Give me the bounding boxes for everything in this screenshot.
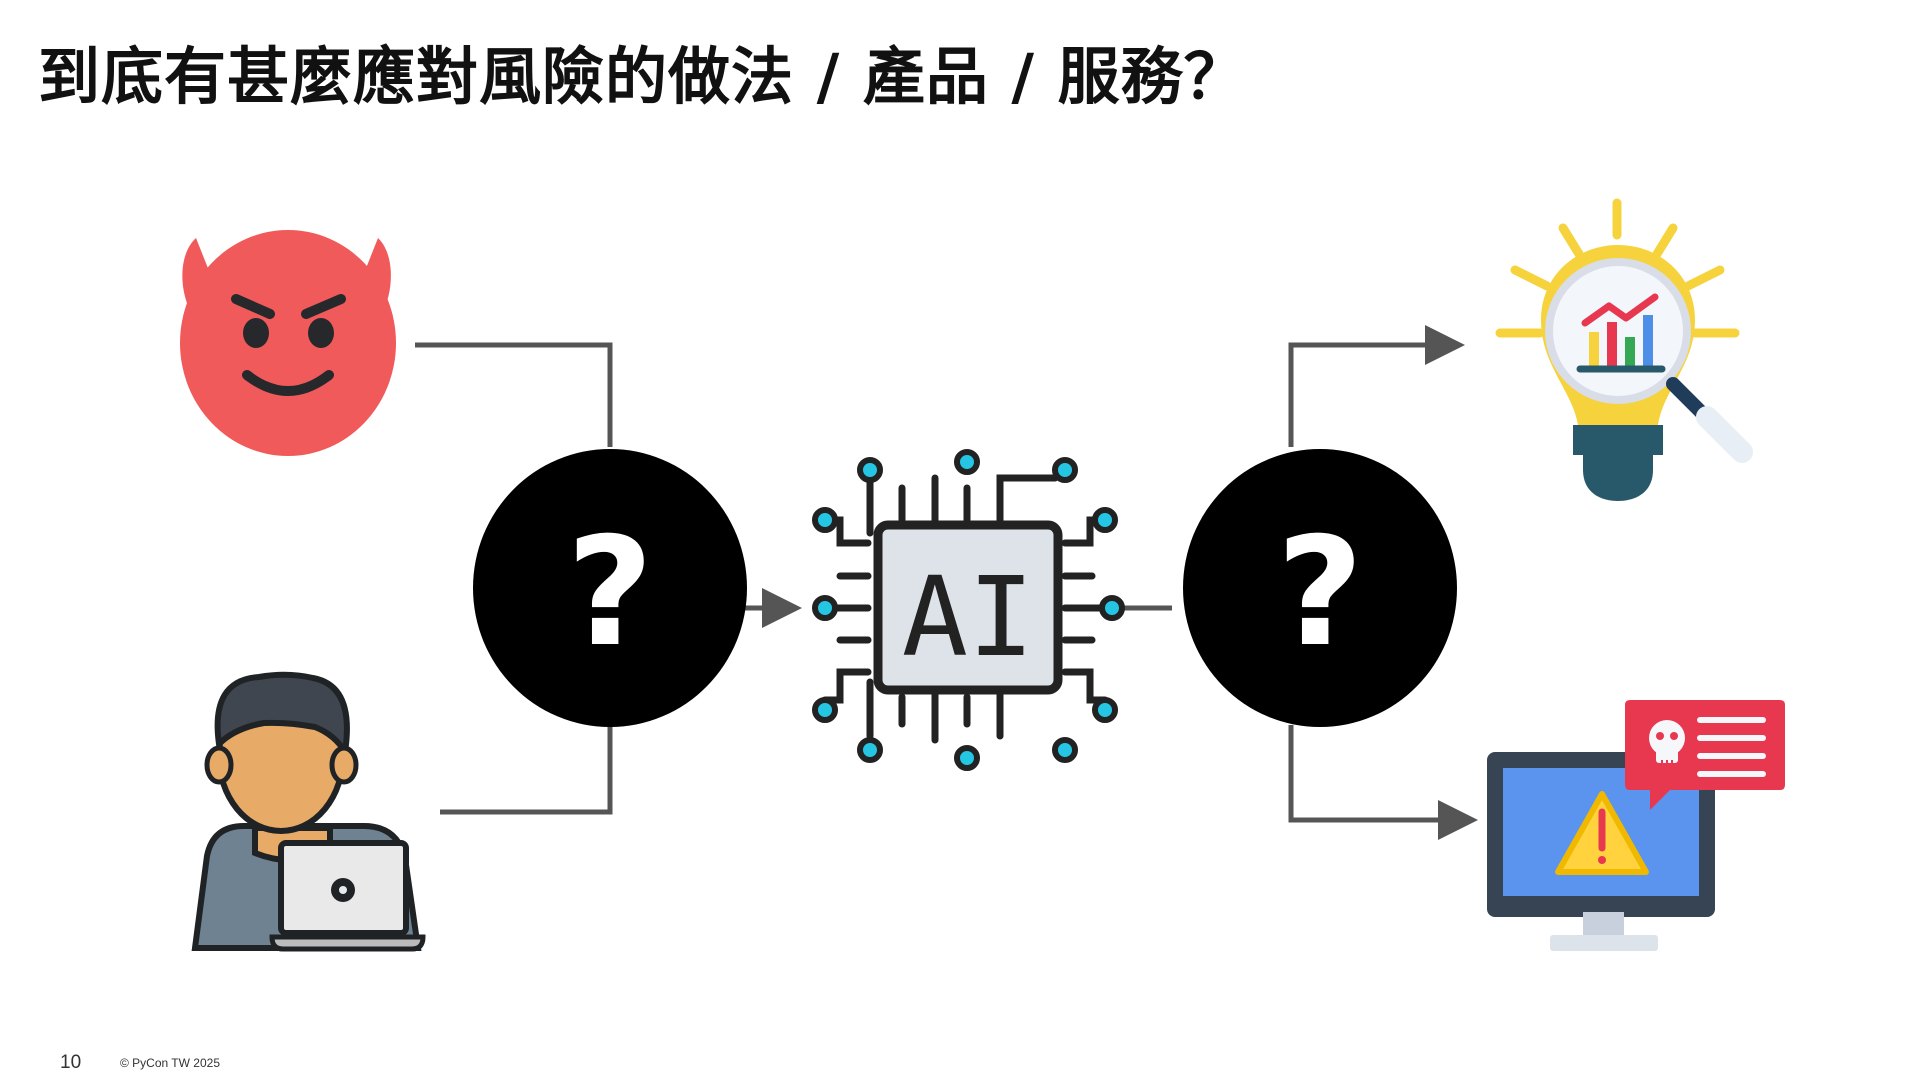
slide-title: 到底有甚麼應對風險的做法 / 產品 / 服務？ [38, 40, 1247, 113]
input-question-mark: ? [566, 506, 653, 680]
connector-lines [415, 325, 1478, 840]
user-to-question-connector [440, 725, 613, 815]
attacker-to-question-connector [415, 342, 613, 447]
monitor-warning-icon [1487, 700, 1785, 951]
person-laptop-icon [191, 671, 426, 952]
lightbulb-analytics-icon [1495, 198, 1753, 501]
devil-emoji-icon [180, 230, 396, 456]
footer-copyright: © PyCon TW 2025 [120, 1056, 220, 1070]
ai-chip-icon: AI [812, 449, 1125, 771]
question-to-insight-arrow [1288, 325, 1465, 447]
input-question-circle-icon: ? [473, 449, 747, 727]
page-number: 10 [60, 1052, 82, 1073]
output-question-circle-icon: ? [1183, 449, 1457, 727]
output-question-mark: ? [1276, 506, 1363, 680]
question-to-alert-arrow [1288, 725, 1478, 840]
ai-chip-label: AI [902, 553, 1034, 681]
